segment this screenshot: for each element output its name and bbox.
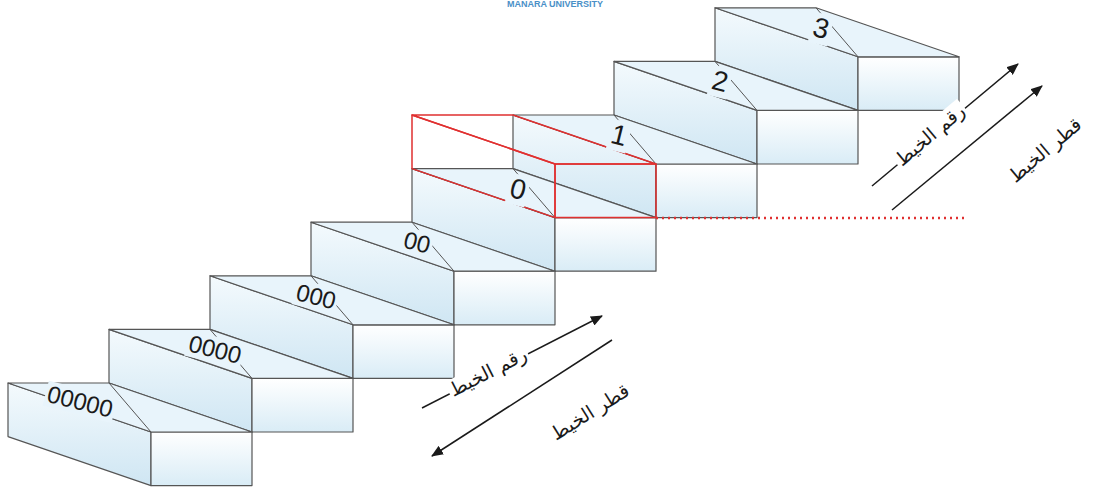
thread-diameter-label: قطر الخيط	[1003, 112, 1087, 187]
step-top-face	[109, 329, 353, 378]
highlight-side	[412, 115, 555, 218]
reference-dotted-line	[656, 217, 965, 220]
step-top-face	[715, 8, 959, 57]
step-front-face	[757, 110, 858, 164]
thread-diameter-label: قطر الخيط	[545, 379, 634, 446]
step-front-face	[151, 432, 252, 486]
watermark: MANARA UNIVERSITY	[507, 0, 603, 10]
step-front-face	[353, 325, 454, 379]
step-front-face	[252, 378, 353, 432]
direction-arrow	[872, 64, 1018, 186]
step-top-diagonal	[109, 383, 151, 432]
step-top-face	[8, 383, 252, 432]
step-top-face	[210, 276, 454, 325]
step-front-face	[555, 218, 656, 272]
direction-arrow	[422, 316, 602, 408]
step-top-face	[311, 222, 555, 271]
step-front-face	[656, 164, 757, 218]
thread-number-label: رقم الخيط	[444, 343, 532, 402]
step-front-face	[858, 57, 959, 111]
highlight-front	[555, 164, 656, 218]
step-blocks	[8, 8, 959, 486]
step-top-face	[614, 61, 858, 110]
direction-arrow	[432, 340, 612, 456]
highlight-outline	[412, 115, 656, 218]
step-front-face	[454, 271, 555, 325]
